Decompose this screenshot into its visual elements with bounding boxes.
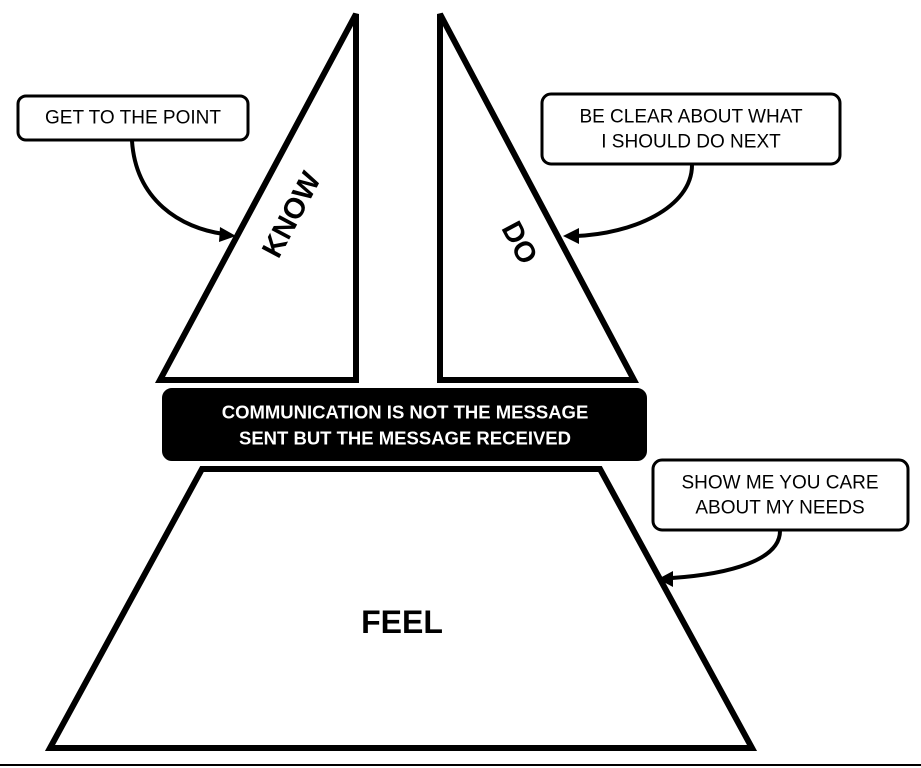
feel-callout-line-1: SHOW ME YOU CARE [681,473,878,494]
know-callout: GET TO THE POINT [16,94,250,242]
know-connector-line [130,139,226,236]
feel-trapezoid [44,466,758,751]
do-callout-line-2: I SHOULD DO NEXT [601,132,781,153]
message-banner: COMMUNICATION IS NOT THE MESSAGE SENT BU… [162,388,647,461]
do-connector-line [574,163,694,238]
feel-connector-line [670,529,782,580]
know-triangle-group: KNOW [154,12,359,383]
feel-arrowhead [658,571,673,587]
do-triangle [437,12,639,383]
banner-line-2: SENT BUT THE MESSAGE RECEIVED [239,428,571,449]
do-arrowhead [563,228,579,244]
banner-box [162,388,647,461]
feel-label: FEEL [361,604,443,640]
know-arrowhead [219,227,236,242]
do-callout-box [540,92,842,166]
do-callout: BE CLEAR ABOUT WHAT I SHOULD DO NEXT [540,92,842,244]
feel-trapezoid-group: FEEL [44,466,758,751]
feel-callout-box [651,458,910,532]
do-callout-line-1: BE CLEAR ABOUT WHAT [579,107,803,128]
do-triangle-group: DO [437,12,639,383]
feel-callout: SHOW ME YOU CARE ABOUT MY NEEDS [651,458,910,587]
know-triangle [154,12,359,383]
banner-line-1: COMMUNICATION IS NOT THE MESSAGE [222,402,589,423]
know-callout-line-1: GET TO THE POINT [45,108,221,129]
feel-callout-line-2: ABOUT MY NEEDS [695,498,864,519]
